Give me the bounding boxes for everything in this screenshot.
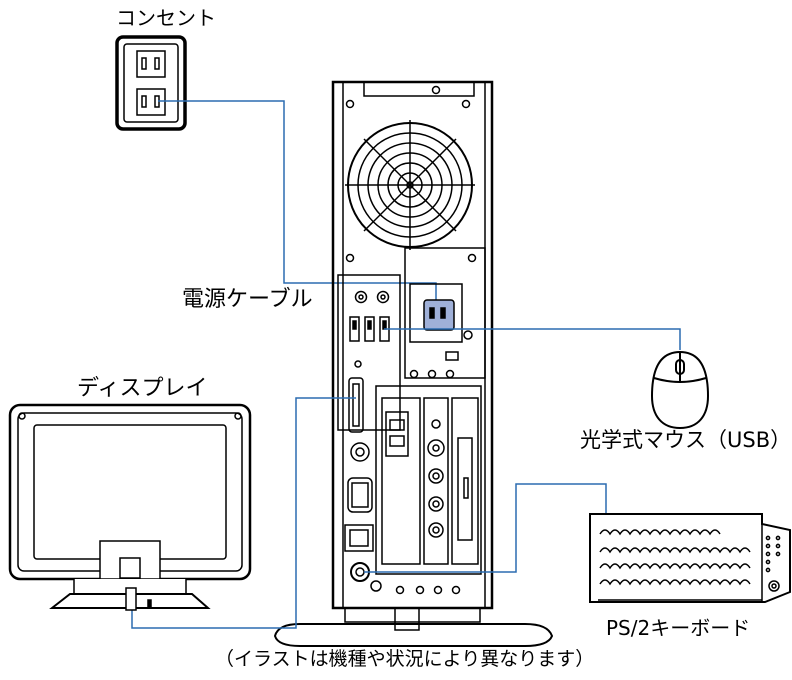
- illustration-note: （イラストは機種や状況により異なります）: [215, 648, 595, 670]
- keyboard-cable: [364, 483, 607, 573]
- pc-tower-icon: [273, 80, 554, 647]
- wall-outlet-icon: [115, 35, 187, 131]
- keyboard-icon: [589, 513, 791, 603]
- power-cable-label: 電源ケーブル: [182, 287, 313, 312]
- outlet-label: コンセント: [116, 6, 216, 30]
- mouse-icon: [650, 350, 710, 430]
- display-label: ディスプレイ: [77, 376, 208, 401]
- mouse-cable: [384, 328, 681, 350]
- display-cable: [131, 397, 356, 629]
- display-monitor-icon: [8, 403, 252, 611]
- keyboard-label: PS/2キーボード: [606, 616, 751, 640]
- power-cable: [158, 100, 437, 300]
- mouse-label: 光学式マウス（USB）: [580, 428, 792, 452]
